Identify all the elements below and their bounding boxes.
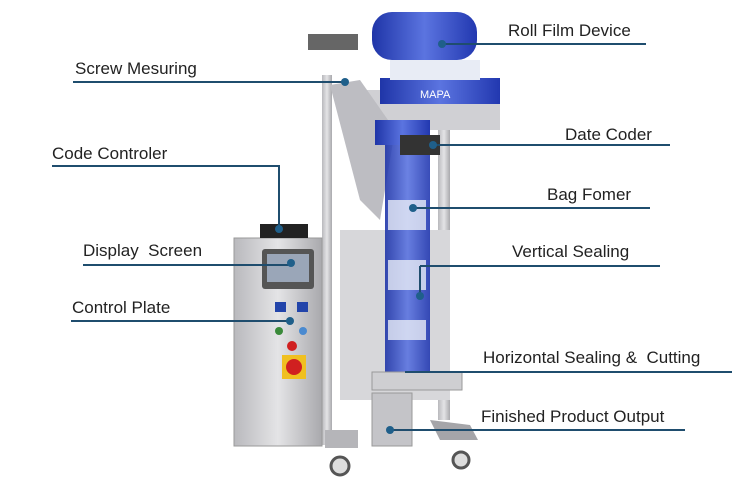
- marker-dots: [275, 40, 446, 434]
- label-finished-product-output: Finished Product Output: [481, 407, 665, 426]
- label-control-plate: Control Plate: [72, 298, 171, 317]
- date-coder: [400, 135, 440, 155]
- horizontal-sealer: [371, 371, 463, 391]
- label-horizontal-sealing-cutting: Horizontal Sealing & Cutting: [483, 348, 701, 367]
- label-roll-film-device: Roll Film Device: [508, 21, 631, 40]
- label-vertical-sealing: Vertical Sealing: [512, 242, 630, 261]
- label-display-screen: Display Screen: [83, 241, 203, 260]
- label-date-coder: Date Coder: [565, 125, 652, 144]
- label-code-controler: Code Controler: [52, 144, 168, 163]
- leader-lines: [52, 43, 732, 431]
- output-chute: [371, 392, 413, 447]
- control-cabinet: [233, 237, 323, 447]
- label-screw-mesuring: Screw Mesuring: [75, 59, 197, 78]
- roll-film: MAPA: [372, 12, 500, 104]
- wheels: [325, 420, 478, 477]
- label-bag-fomer: Bag Fomer: [547, 185, 632, 204]
- film-print: MAPA: [420, 89, 451, 101]
- screw-hopper: [330, 80, 395, 220]
- motor: [308, 34, 358, 50]
- code-controller-box: [260, 224, 308, 238]
